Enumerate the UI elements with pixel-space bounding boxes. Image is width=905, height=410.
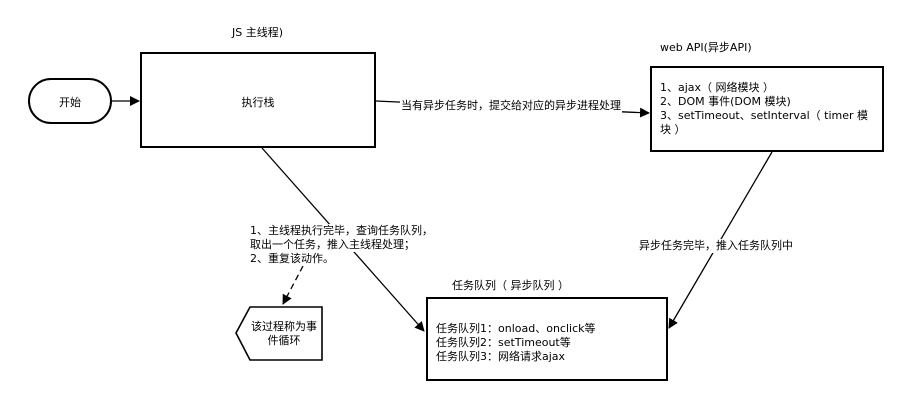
execution-stack-label: 执行栈 bbox=[241, 96, 275, 109]
event-loop-note-line: 取出一个任务，推入主线程处理； bbox=[250, 238, 415, 252]
web-api-title: web API(异步API) bbox=[660, 41, 752, 54]
task-queue-box: 任务队列1：onload、onclick等 任务队列2：setTimeout等 … bbox=[426, 297, 668, 381]
execution-stack-box: 执行栈 bbox=[140, 52, 376, 148]
web-api-item: 块 ） bbox=[660, 123, 686, 136]
web-api-item: 3、setTimeout、setInterval（ timer 模 bbox=[660, 109, 869, 122]
event-loop-note-line: 1、主线程执行完毕，查询任务队列， bbox=[250, 224, 433, 238]
task-queue-item: 任务队列3：网络请求ajax bbox=[436, 350, 566, 363]
task-queue-item: 任务队列1：onload、onclick等 bbox=[436, 322, 596, 335]
edge-label-to-webapi: 当有异步任务时，提交给对应的异步进程处理 bbox=[400, 99, 622, 113]
dashed-arrow-to-event-loop bbox=[282, 265, 304, 305]
web-api-box: 1、ajax（ 网络模块 ） 2、DOM 事件(DOM 模块) 3、setTim… bbox=[650, 66, 884, 152]
task-queue-item: 任务队列2：setTimeout等 bbox=[436, 336, 571, 349]
edge-label-webapi-to-queue: 异步任务完毕，推入任务队列中 bbox=[638, 239, 794, 253]
web-api-item: 2、DOM 事件(DOM 模块) bbox=[660, 95, 791, 108]
event-loop-hexagon bbox=[235, 306, 323, 361]
event-loop-hexagon-line: 件循环 bbox=[267, 334, 301, 347]
start-node: 开始 bbox=[28, 78, 112, 124]
main-thread-title: JS 主线程) bbox=[232, 26, 284, 39]
task-queue-title: 任务队列（ 异步队列 ） bbox=[452, 279, 569, 292]
web-api-item: 1、ajax（ 网络模块 ） bbox=[660, 81, 775, 94]
event-loop-note-line: 2、重复该动作。 bbox=[250, 252, 334, 266]
start-label: 开始 bbox=[59, 96, 81, 109]
event-loop-hexagon-line: 该过程称为事 bbox=[251, 320, 317, 333]
